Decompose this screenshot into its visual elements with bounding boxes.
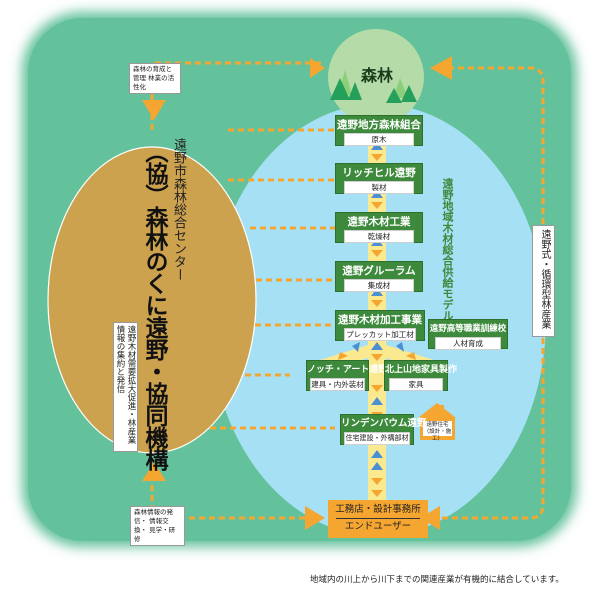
arrow-up-icon	[142, 462, 166, 481]
company-name: 遠野木材工業	[347, 216, 411, 228]
tree-icon	[393, 78, 408, 98]
arrow-down-icon	[371, 354, 383, 361]
arrow-down-icon	[371, 478, 383, 485]
org-ellipse	[47, 146, 257, 454]
arrow-down-icon	[406, 352, 416, 360]
note-right-cycle: 遠野式・循環型林産業	[532, 225, 555, 337]
arrow-up-icon	[371, 288, 383, 296]
note-forest-management: 森林の育成と管理 林業の活性化	[129, 63, 181, 94]
arrow-down-icon	[371, 385, 383, 392]
caption: 地域内の川上から川下までの関連産業が有機的に結合しています。	[310, 575, 564, 585]
forest-label: 森林	[360, 66, 393, 85]
house-icon	[418, 403, 456, 440]
tree-icons	[330, 70, 417, 103]
arrow-down-icon	[338, 352, 348, 360]
tree-icon	[386, 88, 402, 103]
end-user-divider	[336, 518, 420, 519]
company-box-richhill[interactable]: リッチヒル遠野 製材	[335, 163, 423, 194]
arrow-down-icon	[371, 250, 383, 257]
tree-icon	[348, 82, 362, 100]
supply-base-label: 遠野地域木材総合供給モデル基地	[441, 178, 454, 343]
arrow-up-icon	[396, 342, 404, 352]
arrow-down-icon	[371, 202, 383, 209]
end-user-line1: 工務店・設計事務所	[335, 504, 421, 515]
arrow-up-icon	[371, 450, 383, 458]
company-role: 集成材	[344, 279, 414, 292]
company-box-kakou-jigyo[interactable]: 遠野木材加工事業 プレッカット加工材	[335, 310, 425, 341]
company-role: プレッカット加工材	[344, 328, 416, 341]
house-label: 遠野住宅 （設計・施工）	[423, 422, 452, 443]
tree-icon	[401, 85, 417, 102]
arrow-left-icon	[420, 506, 440, 530]
arrow-down-icon	[371, 300, 383, 307]
company-name: 北上山地家具製作	[385, 365, 458, 375]
arrow-up-icon	[371, 190, 383, 198]
org-subtitle: 遠野市森林総合センター	[171, 138, 186, 281]
company-name: 遠野グルーラム	[342, 265, 416, 277]
company-name: リッチヒル遠野	[342, 167, 416, 179]
end-user-line2: エンドユーザー	[344, 521, 412, 532]
company-name: ノッチ・アート遠野	[307, 365, 388, 375]
school-role: 人材育成	[435, 337, 501, 350]
arrow-up-icon	[371, 462, 383, 470]
arrow-heads	[142, 56, 452, 530]
company-name: リンデンバウム遠野	[341, 418, 427, 429]
arrow-up-icon	[371, 397, 383, 405]
arrow-up-icon	[371, 142, 383, 150]
org-title: （協）森林のくに遠野・協同機構	[141, 140, 167, 470]
company-role: 原木	[344, 133, 414, 146]
house-line1: 遠野住宅	[426, 422, 449, 428]
arrow-up-icon	[371, 342, 383, 350]
school-name: 遠野高等職業訓練校	[429, 324, 507, 334]
flow-arrows	[338, 142, 416, 497]
company-role: 建具・内外装材	[310, 378, 365, 391]
company-name: 遠野木材加工事業	[338, 314, 422, 326]
company-box-kitakami-kagu[interactable]: 北上山地家具製作 家具	[384, 360, 458, 391]
arrow-right-icon	[310, 58, 325, 78]
company-name: 遠野地方森林組合	[337, 119, 421, 131]
arrow-left-icon	[430, 56, 452, 80]
arrow-right-icon	[305, 506, 325, 530]
company-role: 家具	[389, 378, 443, 391]
arrow-up-icon	[352, 342, 360, 352]
company-role: 住宅建設・外構部材	[344, 432, 410, 445]
tree-icon	[330, 78, 350, 100]
org-note: 遠野木材需要拡大促進・林産業情報の集約と発信	[113, 322, 138, 452]
company-box-mokuzai-kogyo[interactable]: 遠野木材工業 乾燥材	[335, 212, 423, 243]
company-box-glulam[interactable]: 遠野グルーラム 集成材	[335, 261, 423, 292]
arrow-down-icon	[371, 154, 383, 161]
company-box-notch-art[interactable]: ノッチ・アート遠野 建具・内外装材	[306, 360, 388, 391]
company-role: 乾燥材	[344, 230, 414, 243]
school-box[interactable]: 遠野高等職業訓練校 人材育成	[428, 319, 508, 350]
arrow-down-icon	[142, 100, 166, 120]
company-role: 製材	[344, 181, 414, 194]
arrow-down-icon	[371, 490, 383, 497]
note-forest-info: 森林情報の発信・ 情報交換・ 見学・研修	[130, 506, 185, 546]
house-line2: （設計・施工）	[423, 429, 452, 442]
company-box-lindenbaum[interactable]: リンデンバウム遠野 住宅建設・外構部材	[340, 414, 427, 445]
end-user-box[interactable]: 工務店・設計事務所 エンドユーザー	[328, 500, 428, 538]
company-box-mori-kumiai[interactable]: 遠野地方森林組合 原木	[335, 115, 423, 146]
